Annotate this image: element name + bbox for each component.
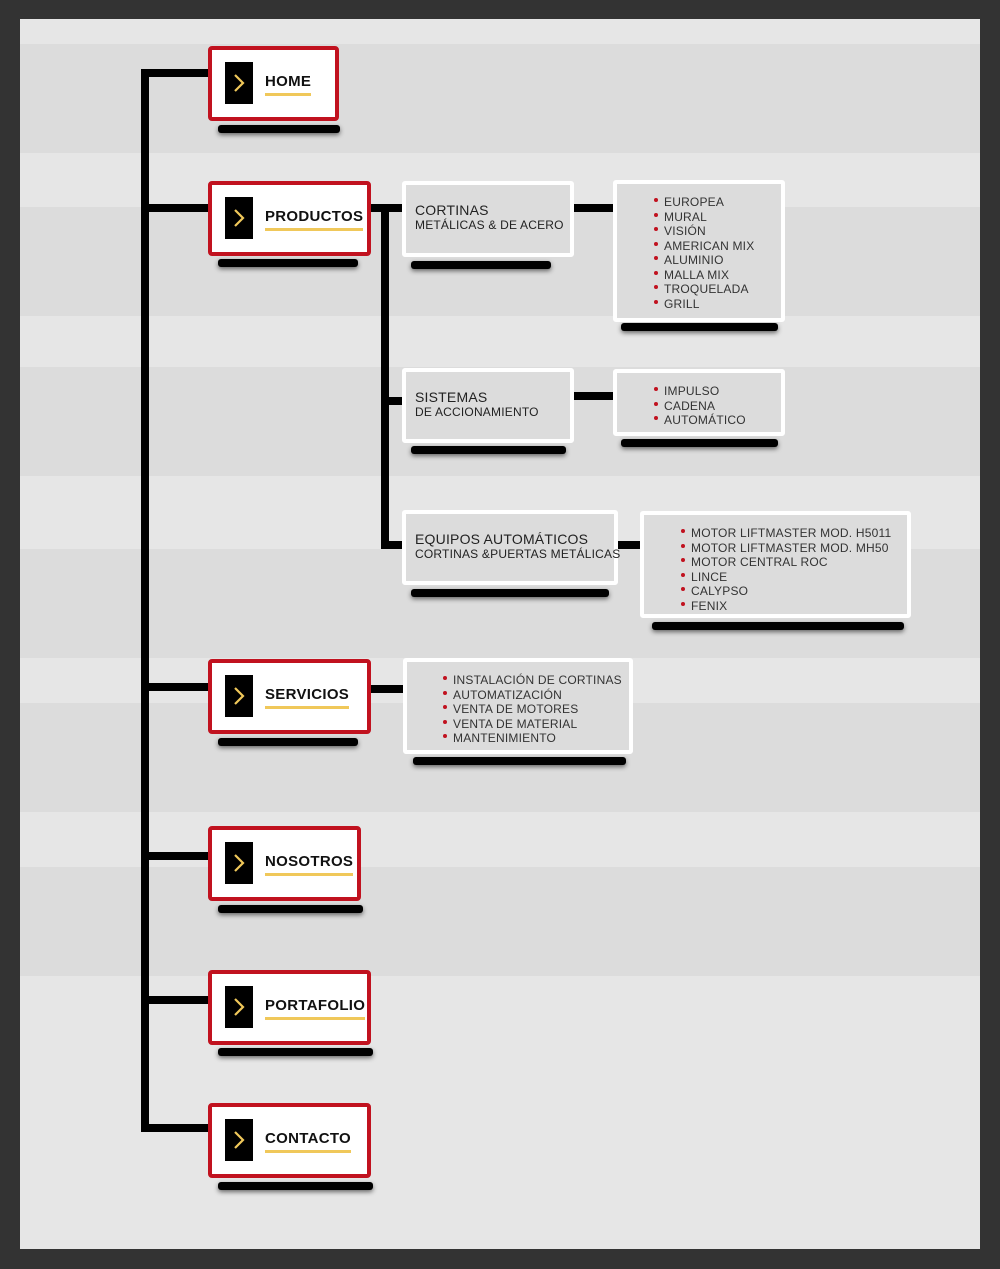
list-item[interactable]: CALYPSO [681, 584, 891, 599]
list-item[interactable]: VISIÓN [654, 224, 754, 239]
nav-node-servicios[interactable]: SERVICIOS [208, 659, 371, 734]
nav-label-portafolio: PORTAFOLIO [265, 998, 366, 1020]
list-item[interactable]: MOTOR LIFTMASTER MOD. H5011 [681, 526, 891, 541]
category-title: EQUIPOS AUTOMÁTICOS [415, 531, 589, 547]
list-item[interactable]: TROQUELADA [654, 282, 754, 297]
category-subtitle: METÁLICAS & DE ACERO [415, 218, 564, 232]
list-item[interactable]: EUROPEA [654, 195, 754, 210]
shadow [413, 757, 626, 765]
shadow [411, 446, 566, 454]
list-item[interactable]: MOTOR LIFTMASTER MOD. MH50 [681, 541, 891, 556]
chevron-right-icon [225, 675, 253, 717]
category-title: SISTEMAS [415, 389, 488, 405]
chevron-right-icon [225, 986, 253, 1028]
list-item[interactable]: CADENA [654, 399, 746, 414]
nav-label-servicios: SERVICIOS [265, 687, 350, 709]
category-box-sistemas[interactable]: SISTEMAS DE ACCIONAMIENTO [402, 368, 574, 443]
nav-node-productos[interactable]: PRODUCTOS [208, 181, 371, 256]
background-band [20, 867, 980, 976]
shadow [411, 589, 609, 597]
branch-line-nosotros [141, 852, 211, 860]
sistemas-to-list-line [573, 392, 615, 400]
list-item[interactable]: MANTENIMIENTO [443, 731, 622, 746]
shadow [621, 323, 778, 331]
branch-line-home [141, 69, 211, 77]
nav-node-portafolio[interactable]: PORTAFOLIO [208, 970, 371, 1045]
branch-line-productos [141, 204, 211, 212]
list-item[interactable]: ALUMINIO [654, 253, 754, 268]
shadow [621, 439, 778, 447]
category-box-equipos[interactable]: EQUIPOS AUTOMÁTICOS CORTINAS &PUERTAS ME… [402, 510, 621, 585]
shadow [218, 905, 363, 913]
branch-line-portafolio [141, 996, 211, 1004]
chevron-right-icon [225, 62, 253, 104]
list-item[interactable]: MALLA MIX [654, 268, 754, 283]
category-subtitle: DE ACCIONAMIENTO [415, 405, 539, 419]
list-item[interactable]: AUTOMATIZACIÓN [443, 688, 622, 703]
list-item[interactable]: AMERICAN MIX [654, 239, 754, 254]
list-item[interactable]: IMPULSO [654, 384, 746, 399]
category-title: CORTINAS [415, 202, 489, 218]
category-box-cortinas[interactable]: CORTINAS METÁLICAS & DE ACERO [402, 181, 574, 257]
list-item[interactable]: VENTA DE MOTORES [443, 702, 622, 717]
nav-label-nosotros: NOSOTROS [265, 854, 354, 876]
nav-label-contacto: CONTACTO [265, 1131, 352, 1153]
nav-node-nosotros[interactable]: NOSOTROS [208, 826, 361, 901]
list-item[interactable]: FENIX [681, 599, 891, 614]
list-item[interactable]: MOTOR CENTRAL ROC [681, 555, 891, 570]
branch-line-equipos [381, 541, 405, 549]
chevron-right-icon [225, 842, 253, 884]
sitemap-canvas: HOME PRODUCTOS SERVICIOS NOSOTROS PORTAF… [20, 19, 980, 1249]
list-item[interactable]: LINCE [681, 570, 891, 585]
tree-trunk-line [141, 69, 149, 1132]
background-band [20, 44, 980, 153]
category-subtitle: CORTINAS &PUERTAS METÁLICAS [415, 547, 621, 561]
list-item[interactable]: GRILL [654, 297, 754, 312]
shadow [218, 259, 358, 267]
branch-line-contacto [141, 1124, 211, 1132]
nav-node-contacto[interactable]: CONTACTO [208, 1103, 371, 1178]
shadow [218, 1048, 373, 1056]
chevron-right-icon [225, 197, 253, 239]
servicios-connector [370, 685, 405, 693]
shadow [218, 1182, 373, 1190]
shadow [218, 738, 358, 746]
shadow [218, 125, 340, 133]
nav-node-home[interactable]: HOME [208, 46, 339, 121]
list-item[interactable]: INSTALACIÓN DE CORTINAS [443, 673, 622, 688]
productos-sub-trunk [381, 204, 389, 549]
shadow [652, 622, 904, 630]
branch-line-sistemas [381, 397, 405, 405]
branch-line-servicios [141, 683, 211, 691]
list-item[interactable]: VENTA DE MATERIAL [443, 717, 622, 732]
nav-label-home: HOME [265, 74, 312, 96]
cortinas-to-list-line [573, 204, 615, 212]
shadow [411, 261, 551, 269]
list-item[interactable]: MURAL [654, 210, 754, 225]
equipos-to-list-line [617, 541, 641, 549]
list-item[interactable]: AUTOMÁTICO [654, 413, 746, 428]
chevron-right-icon [225, 1119, 253, 1161]
nav-label-productos: PRODUCTOS [265, 209, 364, 231]
